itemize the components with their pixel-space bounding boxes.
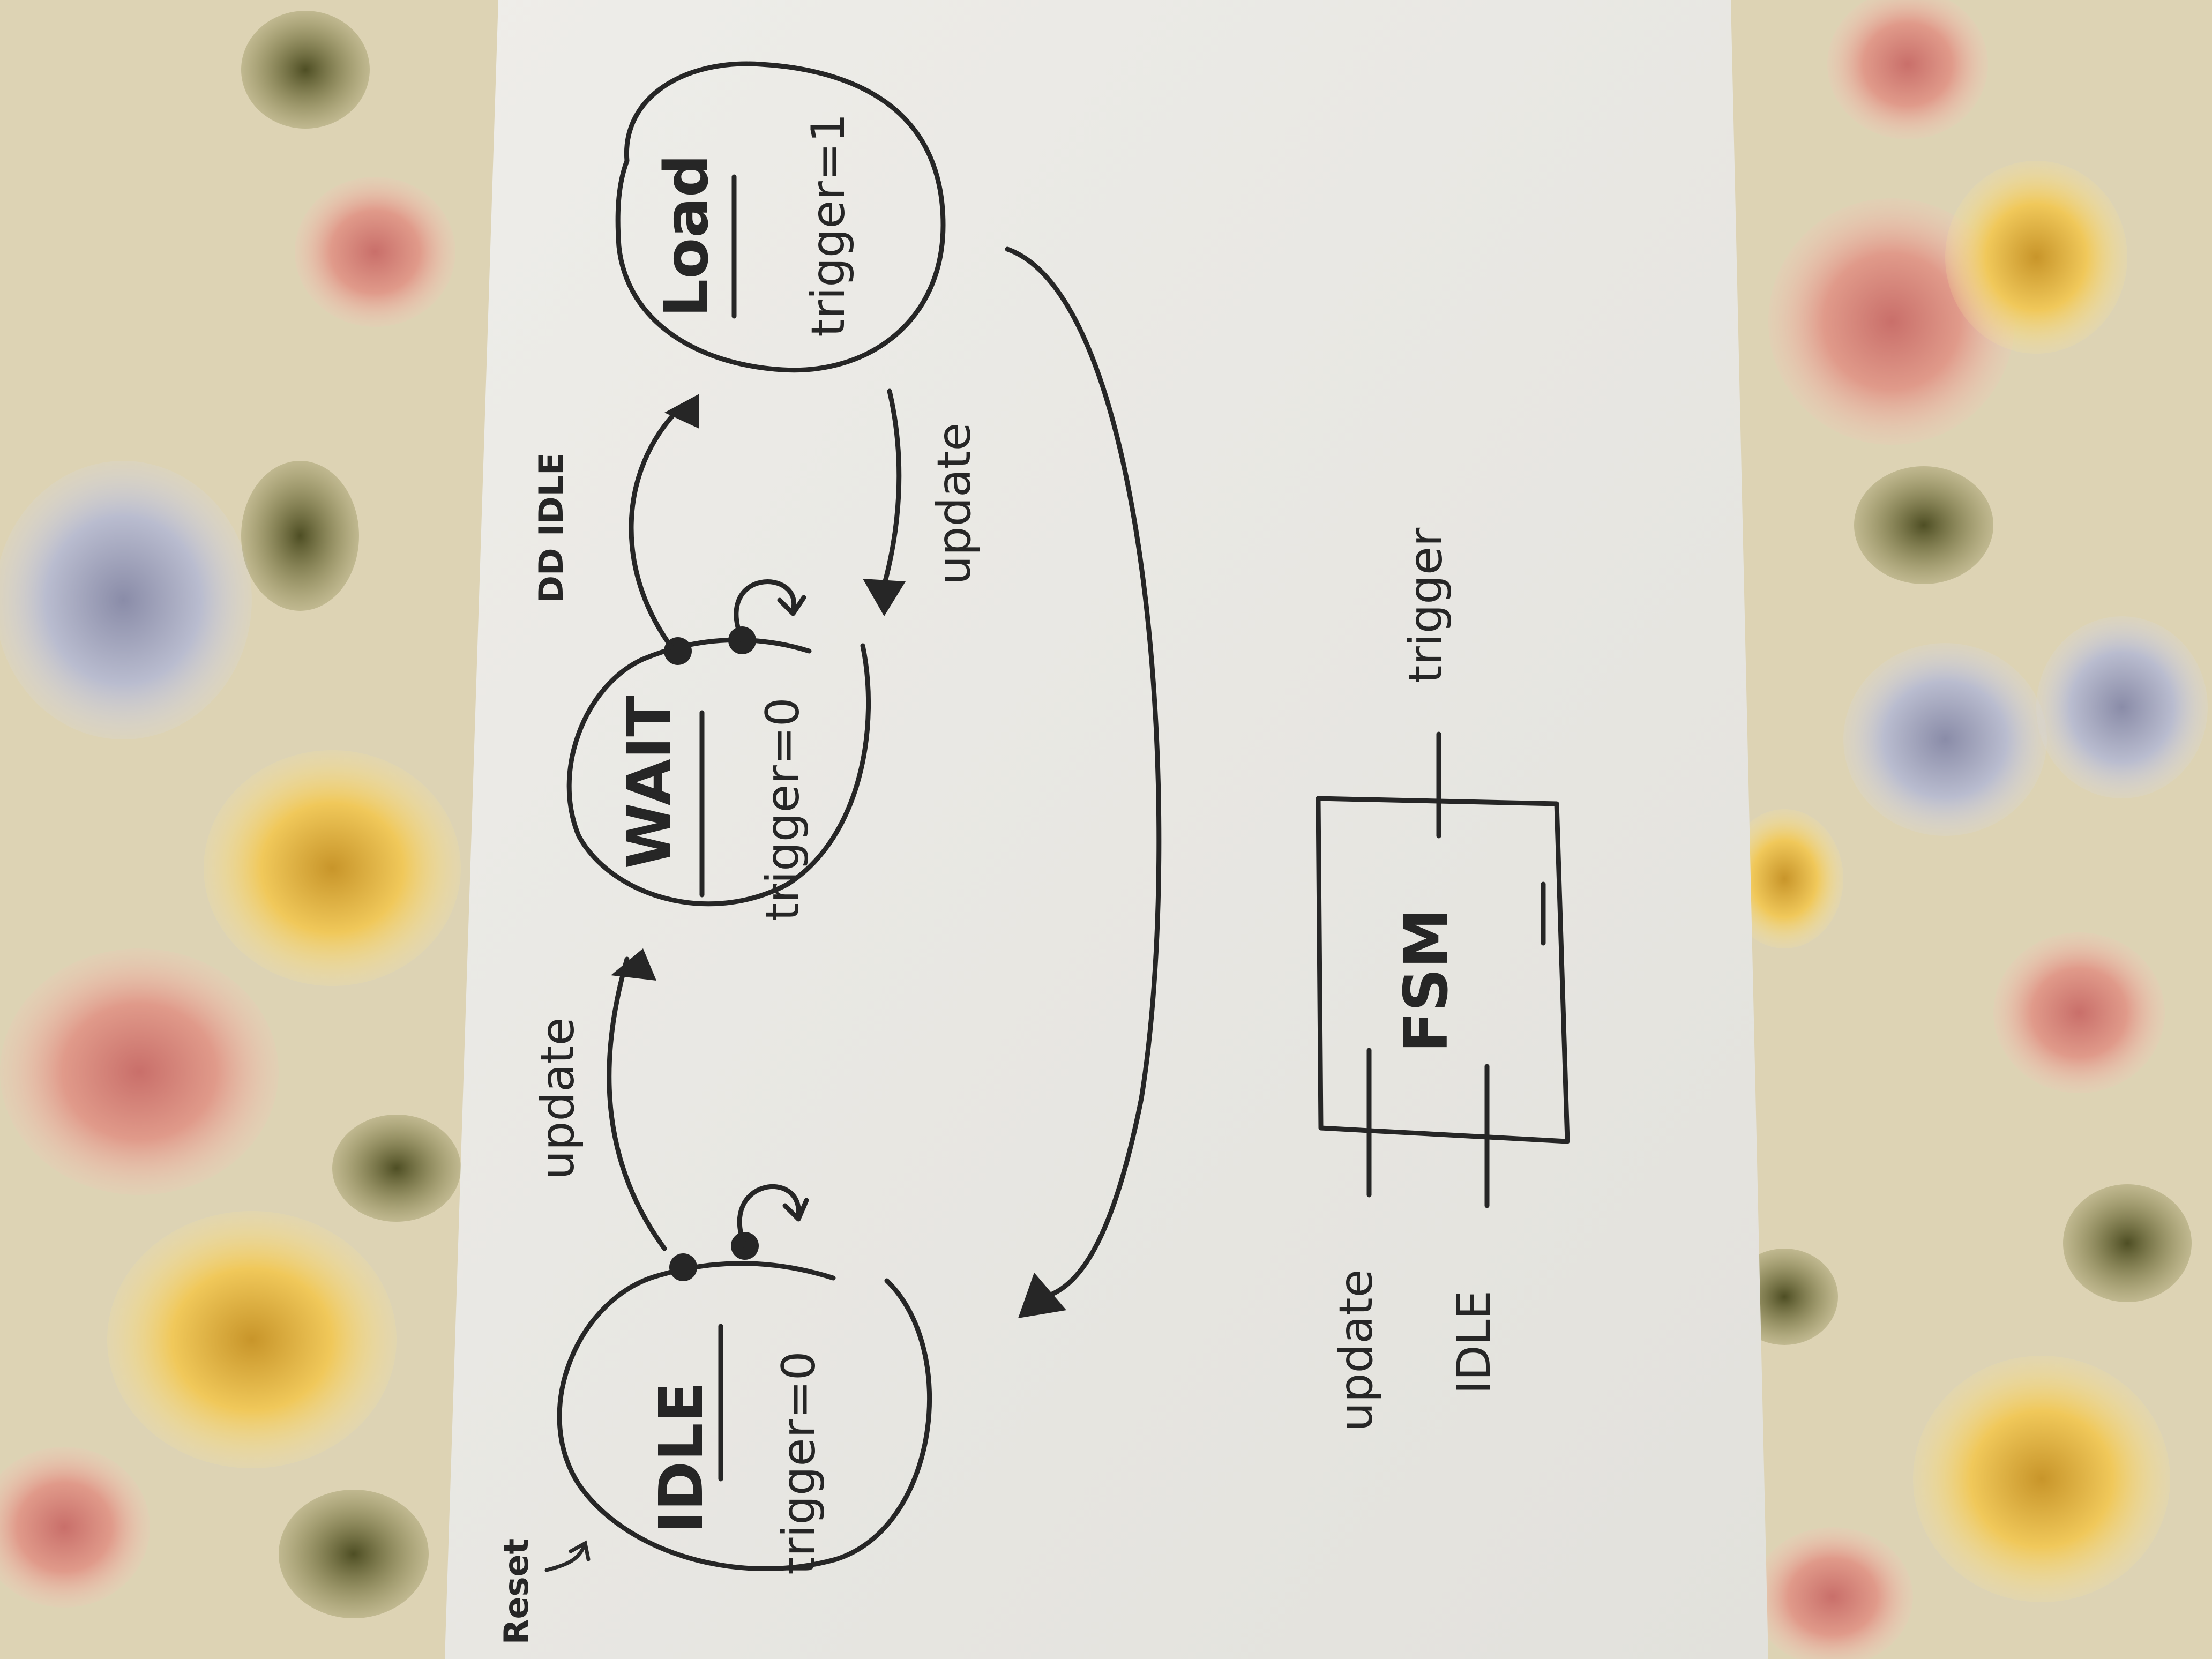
state-wait-output: trigger=0 (756, 697, 810, 921)
state-idle: IDLE trigger=0 (557, 1184, 932, 1575)
fsm-output-trigger-label: trigger (1399, 527, 1453, 683)
transition-idle-to-wait-arrowhead (611, 948, 656, 981)
transition-load-to-wait-label: update (928, 422, 981, 585)
reset-indicator: Reset (497, 1538, 591, 1645)
reset-label: Reset (497, 1538, 536, 1645)
state-idle-name: IDLE (647, 1382, 716, 1534)
state-wait-self-loop-arrowhead (777, 595, 806, 616)
state-idle-output: trigger=0 (772, 1351, 826, 1574)
transition-wait-to-load-arrowhead (664, 394, 699, 429)
transition-wait-to-load-label: DD IDLE (532, 453, 571, 603)
transition-load-to-idle (1005, 246, 1162, 1318)
state-load: Load trigger=1 (615, 61, 946, 373)
state-idle-port-1 (669, 1253, 697, 1281)
paper-sheet (445, 0, 1768, 1659)
transition-load-to-wait-arrowhead (863, 579, 906, 616)
state-wait-name: WAIT (615, 696, 684, 869)
state-load-name: Load (652, 154, 722, 317)
transition-load-to-wait: update (863, 388, 981, 616)
transition-idle-to-wait-label: update (531, 1017, 585, 1179)
fsm-block-name: FSM (1392, 909, 1461, 1053)
state-load-circle (615, 61, 946, 373)
fsm-input-update-label: update (1329, 1269, 1383, 1431)
state-idle-self-loop (737, 1184, 801, 1249)
reset-arrowhead (569, 1540, 591, 1561)
state-idle-self-loop-arrowhead (782, 1198, 809, 1222)
fsm-input-idle-label: IDLE (1447, 1290, 1501, 1394)
fsm-block: FSM update IDLE trigger (1316, 527, 1570, 1432)
reset-arrow (544, 1544, 586, 1572)
transition-load-to-idle-arrowhead (1018, 1273, 1066, 1318)
state-wait-self-loop (734, 579, 797, 643)
state-wait: WAIT trigger=0 (566, 579, 871, 921)
state-load-output: trigger=1 (802, 113, 855, 337)
transition-idle-to-wait: update (531, 948, 667, 1251)
transition-wait-to-load: DD IDLE (532, 394, 699, 651)
